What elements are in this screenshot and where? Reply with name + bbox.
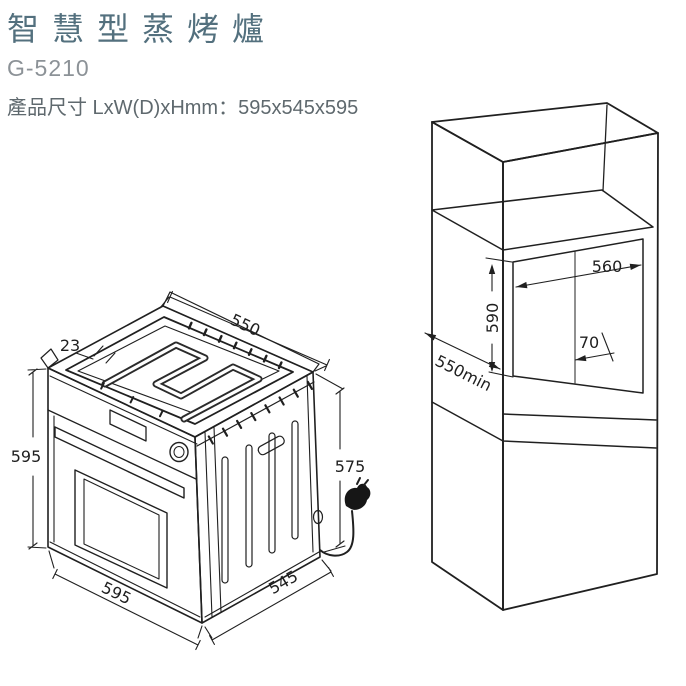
dim-cable-offset: 70 bbox=[579, 333, 599, 352]
cable-hole-tick bbox=[601, 332, 614, 362]
dim-lines-front-width bbox=[48, 550, 203, 651]
product-dimensions-text: 產品尺寸 LxW(D)xHmm：595x545x595 bbox=[7, 97, 359, 119]
dim-lines-niche-height bbox=[485, 257, 514, 378]
oven-right-face bbox=[194, 371, 321, 624]
dim-oven-height-left: 595 bbox=[11, 447, 42, 466]
panel-bottom-line bbox=[47, 409, 197, 480]
cord-outlet bbox=[312, 509, 324, 525]
arrow-right bbox=[629, 263, 641, 270]
arrow-up bbox=[488, 264, 496, 274]
side-handle-cutout bbox=[257, 435, 285, 456]
door-handle bbox=[54, 426, 185, 499]
niche-shelf bbox=[431, 189, 654, 251]
cabinet-top-face bbox=[431, 102, 659, 163]
side-slot bbox=[245, 444, 253, 568]
dim-niche-width: 560 bbox=[592, 257, 623, 276]
dim-oven-height-right: 575 bbox=[335, 457, 366, 476]
frame-corner-trim bbox=[40, 348, 59, 369]
dim-oven-overhang: 23 bbox=[60, 336, 80, 355]
door-bottom-edge bbox=[49, 541, 201, 618]
door-gap-lines bbox=[204, 426, 222, 618]
frame-back-trim bbox=[162, 291, 320, 373]
oven-cavity-opening bbox=[512, 238, 644, 394]
dim-lines-top-depth bbox=[159, 290, 330, 372]
dim-niche-height: 590 bbox=[483, 303, 502, 334]
side-vent-hatches bbox=[207, 380, 313, 445]
model-number: G-5210 bbox=[7, 55, 90, 81]
dim-min-depth: 550min bbox=[432, 351, 495, 395]
dim-lines-height-right bbox=[315, 373, 346, 553]
side-slot bbox=[268, 432, 276, 554]
top-groove-outer bbox=[65, 316, 294, 425]
door-window-inner bbox=[83, 478, 160, 580]
heating-element bbox=[101, 341, 263, 423]
cabinet-divider-lines bbox=[431, 401, 657, 449]
door-window-outer bbox=[74, 469, 168, 589]
top-groove-inner bbox=[77, 325, 280, 414]
back-edge-line bbox=[306, 375, 314, 553]
power-cord bbox=[319, 510, 355, 557]
dim-lines-bottom-depth bbox=[204, 559, 334, 645]
dim-lines-overhang bbox=[75, 345, 116, 364]
top-vent-slits bbox=[187, 321, 283, 370]
bottom-edge-line bbox=[204, 551, 320, 618]
side-slot bbox=[291, 420, 299, 540]
control-knob bbox=[169, 441, 189, 463]
oven-isometric-diagram: 595 23 550 575 595 545 bbox=[11, 290, 371, 651]
control-knob-inner bbox=[173, 446, 185, 458]
plug-prongs bbox=[356, 477, 369, 486]
panel-top-line bbox=[49, 375, 198, 445]
dim-line-niche-width bbox=[515, 264, 642, 288]
control-display bbox=[109, 409, 147, 442]
dim-lines-height-left bbox=[27, 368, 47, 550]
dim-oven-front-width: 595 bbox=[99, 578, 135, 608]
arrow-back bbox=[425, 333, 437, 341]
dim-line-min-depth bbox=[424, 332, 501, 370]
page-title: 智慧型蒸烤爐 bbox=[7, 11, 278, 47]
arrow-front bbox=[488, 361, 500, 369]
arrow-left bbox=[575, 355, 587, 362]
side-slot bbox=[221, 456, 229, 584]
niche-back-edge bbox=[602, 104, 608, 192]
cabinet-front-face bbox=[502, 132, 659, 611]
front-vent-slits bbox=[100, 382, 164, 418]
arrow-left bbox=[516, 281, 528, 289]
cabinet-niche-diagram: 560 590 70 550min bbox=[424, 102, 659, 611]
heating-element-highlight bbox=[103, 343, 261, 421]
power-plug-icon bbox=[344, 483, 371, 510]
